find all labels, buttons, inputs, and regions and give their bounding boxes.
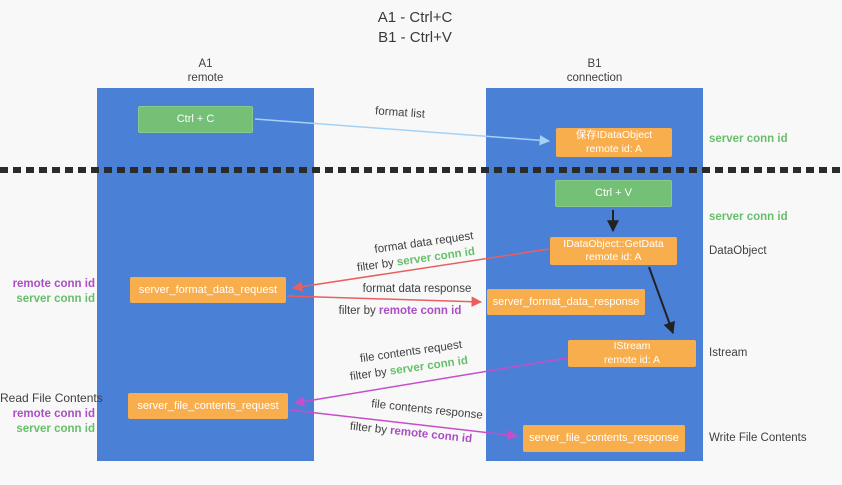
node-server-file-contents-response: server_file_contents_response — [523, 425, 685, 452]
node-server-file-contents-request-label: server_file_contents_request — [137, 399, 279, 412]
node-ctrl-c-label: Ctrl + C — [176, 113, 215, 126]
arrow-format-data-response — [286, 295, 483, 307]
column-a-role: remote — [187, 72, 224, 85]
arrow-getdata-to-istream — [648, 266, 675, 335]
title-line-2: B1 - Ctrl+V — [378, 28, 452, 46]
arrow-file-contents-response — [289, 409, 519, 441]
node-save-idataobject: 保存IDataObject remote id: A — [556, 128, 672, 157]
node-ctrl-c: Ctrl + C — [138, 106, 253, 133]
column-b-id: B1 — [587, 58, 602, 70]
node-server-format-data-request: server_format_data_request — [130, 277, 286, 303]
title-line-1: A1 - Ctrl+C — [377, 9, 453, 26]
node-idataobject-getdata: IDataObject::GetData remote id: A — [550, 237, 677, 265]
node-idataobject-getdata-line1: IDataObject::GetData — [563, 237, 664, 250]
node-server-file-contents-request: server_file_contents_request — [128, 393, 288, 419]
node-istream-line1: IStream — [613, 340, 651, 353]
node-istream: IStream remote id: A — [568, 340, 696, 367]
annotation-write-file-contents: Write File Contents — [709, 432, 807, 444]
arrow-file-contents-request — [293, 357, 568, 407]
phase-divider-dotted-line — [0, 167, 842, 173]
annotation-server-conn-id-top: server conn id — [709, 133, 788, 145]
annotation-remote-conn-id-2: remote conn id — [12, 408, 95, 420]
label-filter-by-remote-conn-id-1: filter by remote conn id — [339, 305, 462, 317]
filter-by-text-2: filter by — [338, 305, 379, 317]
annotation-istream: Istream — [709, 347, 748, 359]
filter-value-remote-conn-id-1: remote conn id — [378, 305, 462, 317]
node-idataobject-getdata-line2: remote id: A — [585, 251, 642, 263]
column-a-id: A1 — [198, 58, 213, 70]
node-server-format-data-request-label: server_format_data_request — [138, 283, 278, 296]
arrow-format-data-request — [291, 248, 550, 292]
annotation-server-conn-id-2: server conn id — [16, 423, 95, 435]
annotation-remote-conn-id-1: remote conn id — [12, 278, 95, 290]
node-server-file-contents-response-label: server_file_contents_response — [529, 432, 679, 445]
annotation-dataobject: DataObject — [709, 245, 767, 257]
column-b-role: connection — [566, 72, 623, 85]
annotation-server-conn-id-mid: server conn id — [709, 211, 788, 223]
label-format-data-response: format data response — [362, 283, 472, 295]
column-a-header: A1 remote — [97, 57, 314, 86]
diagram-title: A1 - Ctrl+C B1 - Ctrl+V — [330, 8, 500, 47]
column-b-header: B1 connection — [486, 57, 703, 86]
node-istream-line2: remote id: A — [603, 353, 661, 366]
node-save-idataobject-line2: remote id: A — [585, 142, 643, 155]
node-save-idataobject-line1: 保存IDataObject — [575, 129, 653, 142]
node-ctrl-v: Ctrl + V — [555, 180, 672, 207]
annotation-server-conn-id-1: server conn id — [16, 293, 95, 305]
node-server-format-data-response-label: server_format_data_response — [492, 295, 640, 308]
node-server-format-data-response: server_format_data_response — [487, 289, 645, 315]
arrow-format-list — [254, 118, 551, 146]
annotation-read-file-contents: Read File Contents — [0, 391, 103, 405]
node-ctrl-v-label: Ctrl + V — [595, 187, 632, 200]
